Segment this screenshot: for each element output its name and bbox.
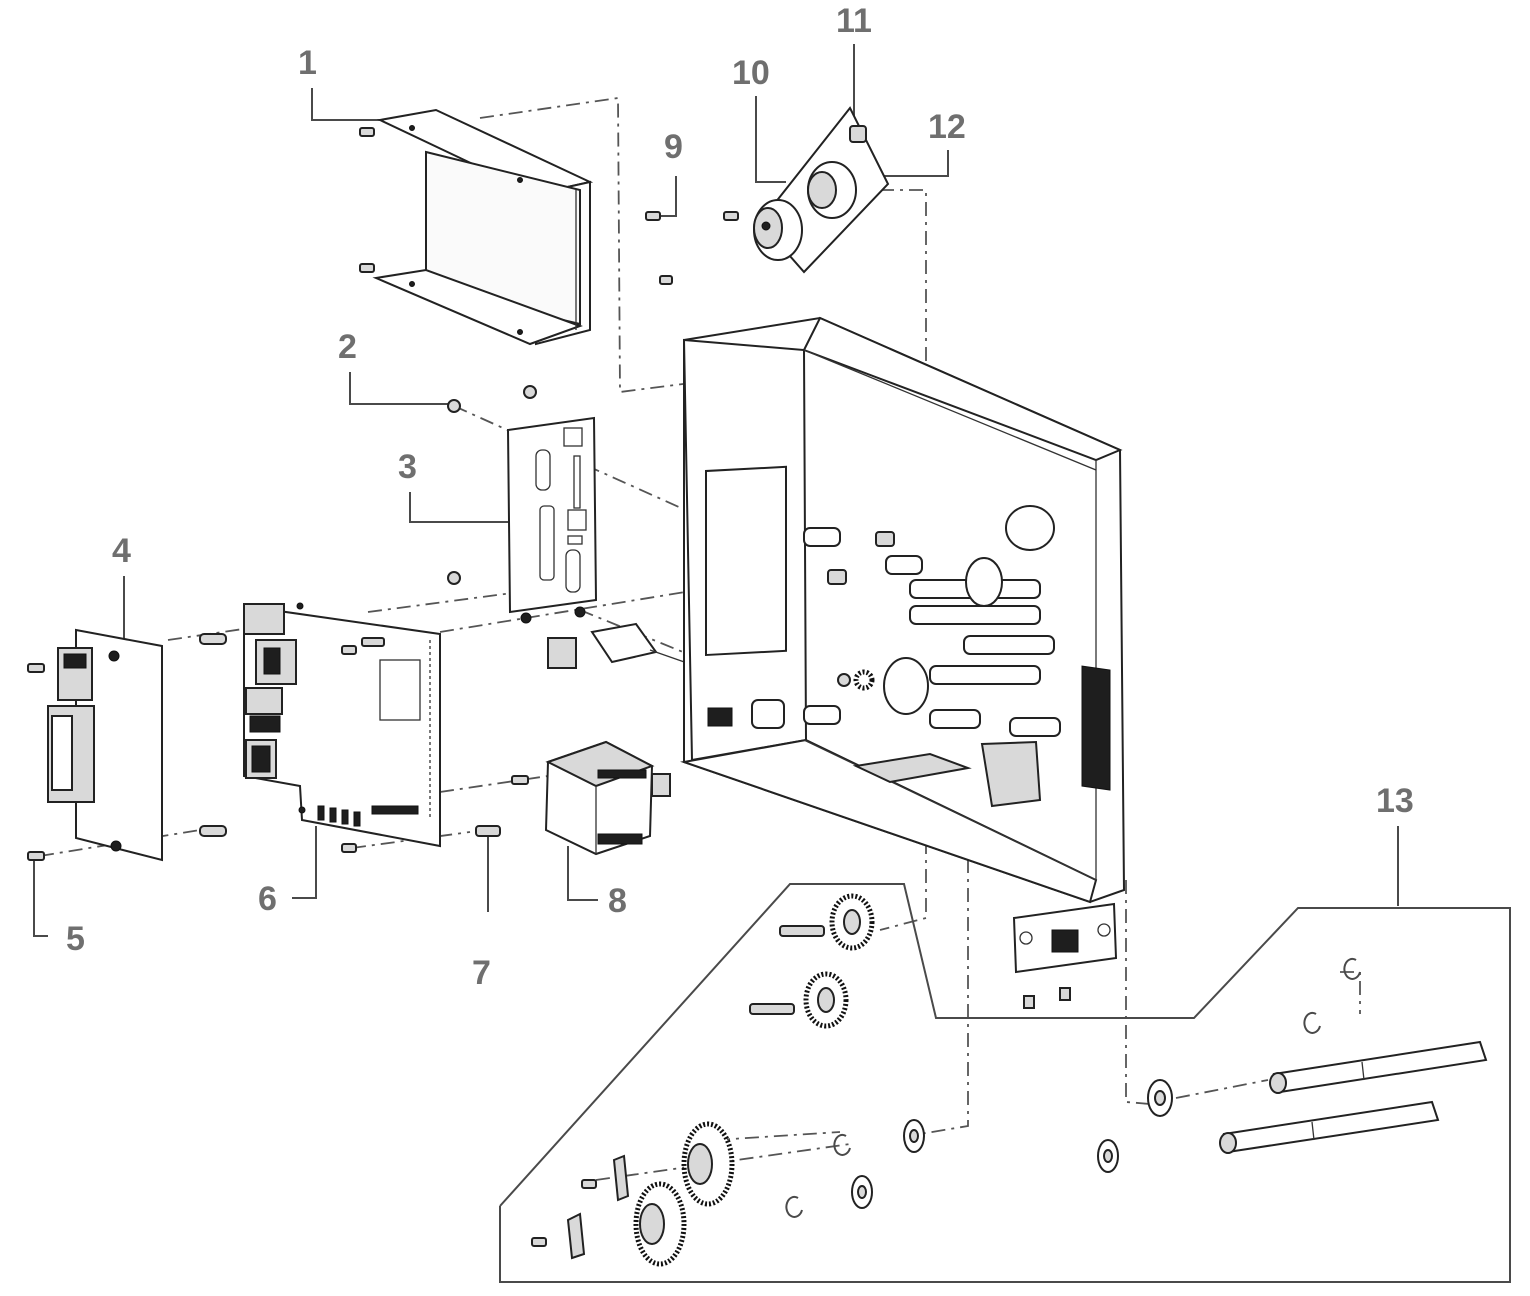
power-inlet — [547, 622, 693, 701]
leader-8 — [567, 846, 598, 901]
callout-8: 8 — [608, 882, 627, 920]
callout-11: 11 — [836, 2, 872, 40]
gears — [531, 893, 875, 1267]
callout-5: 5 — [66, 920, 85, 958]
leader-3 — [409, 492, 512, 523]
callout-2: 2 — [338, 328, 357, 366]
hex-nuts — [447, 385, 586, 624]
ribbon-bracket-assembly — [645, 106, 890, 285]
callout-3: 3 — [398, 448, 417, 486]
leader-1 — [311, 88, 380, 121]
stepper-motor — [511, 740, 671, 856]
front-bracket — [1012, 902, 1118, 1009]
gear-kit-boundary — [499, 883, 1511, 1283]
shafts — [1219, 1040, 1488, 1154]
callout-6: 6 — [258, 880, 277, 918]
callout-4: 4 — [112, 532, 131, 570]
leader-10 — [755, 96, 786, 183]
io-bracket-plate — [506, 416, 598, 614]
main-frame — [680, 316, 1126, 904]
leader-5 — [33, 858, 48, 937]
leader-9 — [660, 176, 677, 217]
top-cover — [359, 108, 594, 346]
washers-clips — [785, 957, 1361, 1218]
callout-12: 12 — [928, 108, 966, 146]
screw — [475, 825, 501, 837]
callout-9: 9 — [664, 128, 683, 166]
callout-13: 13 — [1376, 782, 1414, 820]
leader-2 — [349, 372, 452, 405]
callout-1: 1 — [298, 44, 317, 82]
main-board — [243, 602, 441, 853]
leader-6 — [292, 826, 317, 899]
callout-10: 10 — [732, 54, 770, 92]
callout-7: 7 — [472, 954, 491, 992]
callout-labels: 1 2 3 4 5 6 7 8 9 10 11 12 13 — [66, 2, 1414, 992]
interface-card — [27, 628, 227, 862]
